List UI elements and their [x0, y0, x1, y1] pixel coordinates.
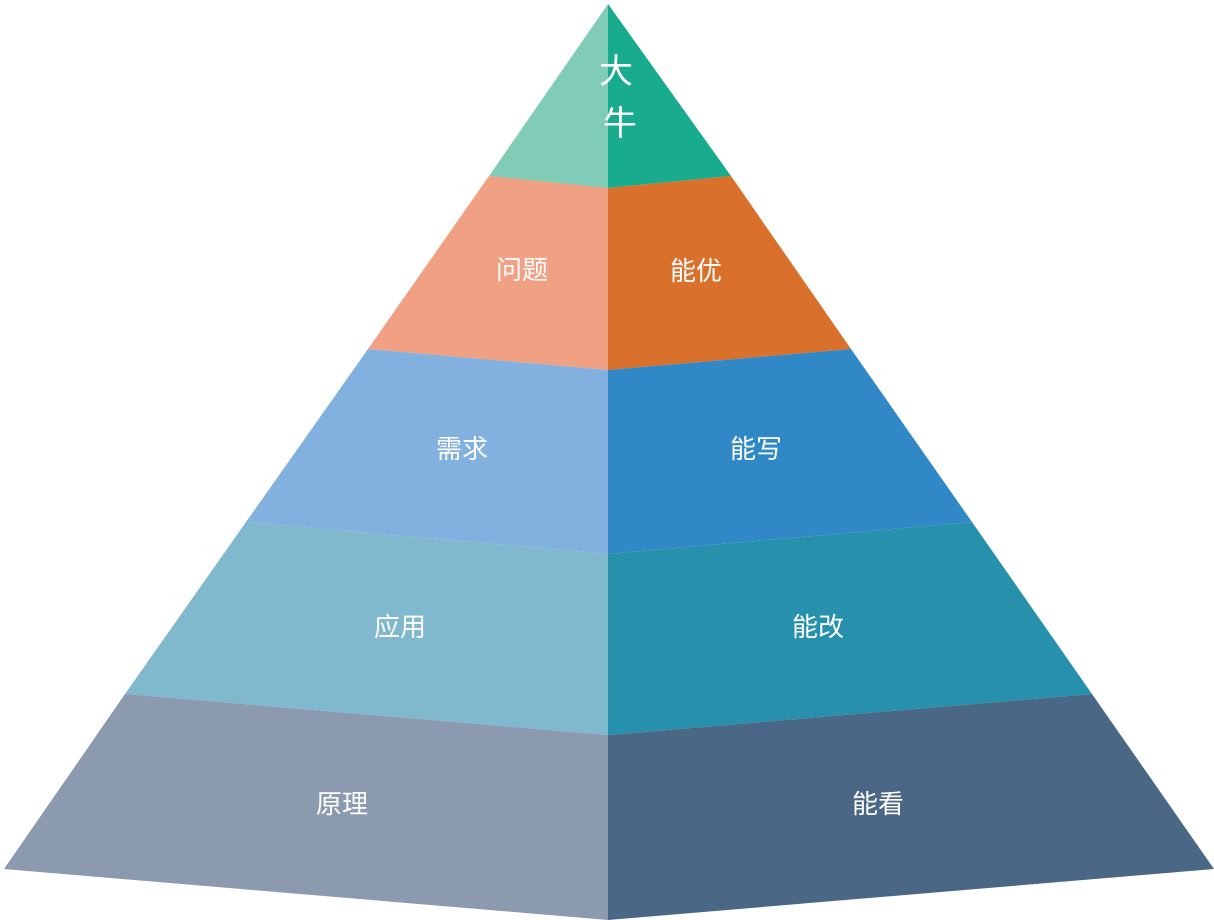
level-3-right-label: 能写: [730, 435, 782, 465]
level-top-label-char-1: 大: [599, 52, 633, 92]
level-2-right-label: 能优: [670, 257, 722, 287]
level-4-right-face: [608, 522, 1092, 735]
level-3-right-face: [608, 349, 972, 554]
level-3-left-label: 需求: [436, 435, 488, 465]
pyramid-level-2: 问题 能优: [368, 176, 851, 370]
level-base-left-label: 原理: [316, 790, 368, 820]
pyramid-level-top: 大 牛: [489, 4, 731, 188]
level-base-right-face: [608, 694, 1214, 920]
level-base-left-face: [4, 694, 608, 920]
level-top-label-char-2: 牛: [603, 104, 637, 144]
level-top-right-face: [608, 4, 731, 188]
level-top-left-face: [489, 4, 608, 188]
level-4-right-label: 能改: [792, 613, 844, 643]
level-base-right-label: 能看: [852, 790, 904, 820]
level-3-left-face: [246, 349, 608, 554]
level-4-left-label: 应用: [374, 613, 426, 643]
level-2-left-label: 问题: [496, 256, 548, 286]
level-2-left-face: [368, 176, 608, 370]
level-2-right-face: [608, 176, 851, 370]
level-4-left-face: [125, 522, 608, 735]
pyramid-level-4: 应用 能改: [125, 522, 1092, 735]
pyramid-level-3: 需求 能写: [246, 349, 972, 554]
pyramid-level-base: 原理 能看: [4, 694, 1214, 920]
